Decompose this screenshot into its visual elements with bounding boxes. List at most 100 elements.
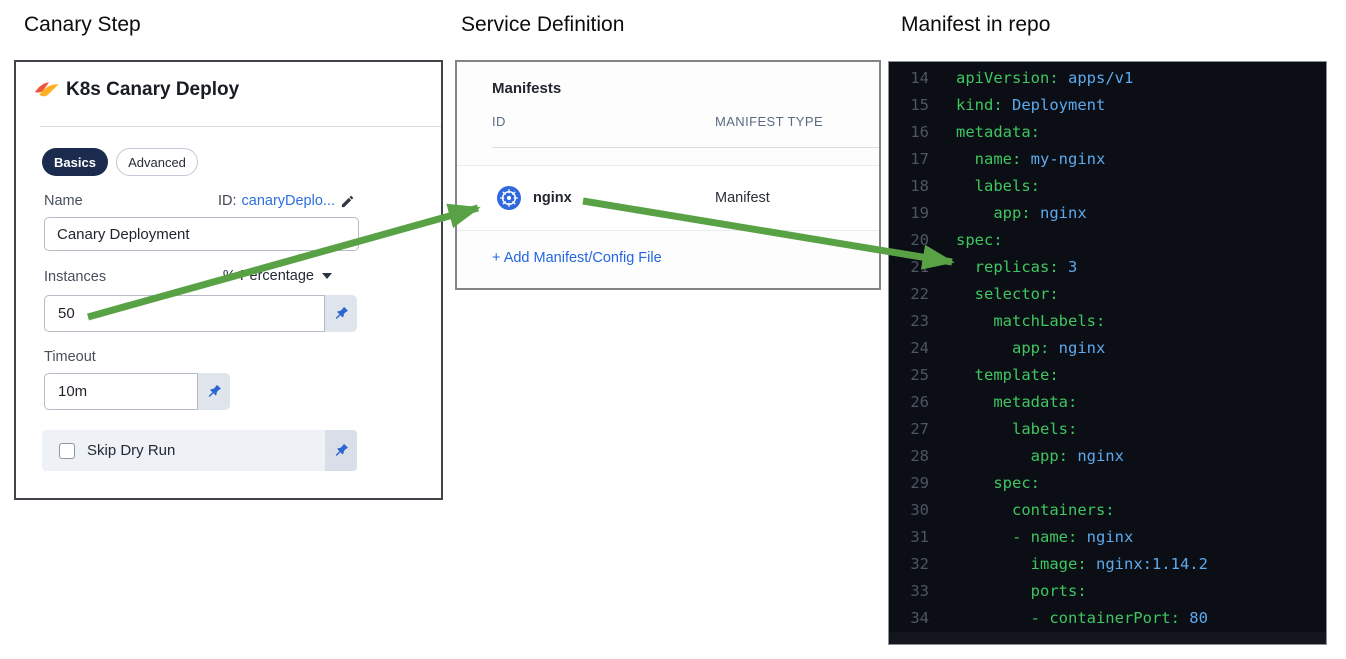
step-id-group: ID: canaryDeplo... xyxy=(218,193,355,209)
chevron-down-icon xyxy=(322,273,332,279)
line-number: 24 xyxy=(910,339,929,357)
line-number: 28 xyxy=(910,447,929,465)
code-line: 29 spec: xyxy=(889,470,1326,497)
id-value-text: canaryDeplo... xyxy=(241,193,336,209)
code-line: 21 replicas: 3 xyxy=(889,254,1326,281)
skip-dry-run-pin-button[interactable] xyxy=(325,430,357,471)
code-text: containers: xyxy=(956,501,1115,519)
code-text: spec: xyxy=(956,231,1003,249)
skip-dry-run-label: Skip Dry Run xyxy=(87,442,176,459)
line-number: 27 xyxy=(910,420,929,438)
code-line: 16 metadata: xyxy=(889,119,1326,146)
pencil-icon[interactable] xyxy=(340,194,355,209)
header-divider xyxy=(40,126,441,127)
code-line: 15 kind: Deployment xyxy=(889,92,1326,119)
code-line: 17 name: my-nginx xyxy=(889,146,1326,173)
line-number: 17 xyxy=(910,150,929,168)
line-number: 33 xyxy=(910,582,929,600)
service-definition-panel: Manifests ID MANIFEST TYPE xyxy=(455,60,881,290)
line-number: 16 xyxy=(910,123,929,141)
step-card-title: K8s Canary Deploy xyxy=(66,79,240,100)
timeout-input[interactable] xyxy=(44,373,198,410)
tab-basics[interactable]: Basics xyxy=(42,148,108,176)
skip-dry-run-checkbox[interactable] xyxy=(59,442,75,459)
line-number: 31 xyxy=(910,528,929,546)
canary-bird-icon xyxy=(34,78,60,107)
instances-pin-button[interactable] xyxy=(325,295,357,332)
tab-advanced[interactable]: Advanced xyxy=(116,148,198,176)
kubernetes-helm-icon xyxy=(497,186,521,215)
code-text: replicas: 3 xyxy=(956,258,1078,276)
code-text: app: nginx xyxy=(956,339,1106,357)
line-number: 22 xyxy=(910,285,929,303)
code-line: 22 selector: xyxy=(889,281,1326,308)
line-number: 26 xyxy=(910,393,929,411)
canary-step-heading: Canary Step xyxy=(24,13,141,36)
timeout-pin-button[interactable] xyxy=(198,373,230,410)
table-header-divider xyxy=(492,147,879,148)
unit-dropdown-value: % Percentage xyxy=(222,268,314,284)
id-prefix-label: ID: xyxy=(217,193,237,209)
code-text: ports: xyxy=(956,582,1087,600)
code-line: 28 app: nginx xyxy=(889,443,1326,470)
name-label: Name xyxy=(44,193,83,209)
line-number: 21 xyxy=(910,258,929,276)
service-definition-heading: Service Definition xyxy=(461,13,625,36)
line-number: 15 xyxy=(910,96,929,114)
code-text: app: nginx xyxy=(956,204,1087,222)
code-line: 23 matchLabels: xyxy=(889,308,1326,335)
column-header-manifest-type: MANIFEST TYPE xyxy=(715,114,824,129)
code-line: 27 labels: xyxy=(889,416,1326,443)
line-number: 34 xyxy=(910,609,929,627)
line-number: 19 xyxy=(910,204,929,222)
code-line: 31 - name: nginx xyxy=(889,524,1326,551)
editor-bottom-strip xyxy=(889,632,1326,644)
code-line: 33 ports: xyxy=(889,578,1326,605)
line-number: 30 xyxy=(910,501,929,519)
instances-unit-dropdown[interactable]: % Percentage xyxy=(202,268,332,284)
code-line: 32 image: nginx:1.14.2 xyxy=(889,551,1326,578)
code-text: labels: xyxy=(956,420,1078,438)
code-line: 14 apiVersion: apps/v1 xyxy=(889,65,1326,92)
name-input[interactable] xyxy=(44,217,359,251)
line-number: 23 xyxy=(910,312,929,330)
code-text: matchLabels: xyxy=(956,312,1106,330)
code-text: - containerPort: 80 xyxy=(956,609,1208,627)
code-text: apiVersion: apps/v1 xyxy=(956,69,1134,87)
code-line: 20 spec: xyxy=(889,227,1326,254)
column-header-id: ID xyxy=(492,114,506,129)
manifest-table-row[interactable]: nginx Manifest xyxy=(457,165,879,231)
timeout-label: Timeout xyxy=(44,349,96,365)
timeout-input-group xyxy=(44,373,230,410)
code-text: selector: xyxy=(956,285,1059,303)
canary-step-panel: K8s Canary Deploy Basics Advanced Name I… xyxy=(14,60,443,500)
line-number: 25 xyxy=(910,366,929,384)
code-text: template: xyxy=(956,366,1059,384)
instances-input[interactable] xyxy=(44,295,325,332)
instances-input-group xyxy=(44,295,357,332)
add-manifest-link[interactable]: + Add Manifest/Config File xyxy=(492,250,662,266)
manifest-in-repo-heading: Manifest in repo xyxy=(901,13,1051,36)
instances-label: Instances xyxy=(44,269,107,285)
line-number: 14 xyxy=(910,69,929,87)
manifests-section-title: Manifests xyxy=(492,80,562,97)
code-text: - name: nginx xyxy=(956,528,1134,546)
code-text: kind: Deployment xyxy=(956,96,1106,114)
code-text: metadata: xyxy=(956,393,1078,411)
code-text: metadata: xyxy=(956,123,1040,141)
line-number: 20 xyxy=(910,231,929,249)
line-number: 18 xyxy=(910,177,929,195)
pushpin-icon xyxy=(208,385,221,397)
pushpin-icon xyxy=(335,444,348,456)
code-line: 25 template: xyxy=(889,362,1326,389)
line-number: 29 xyxy=(910,474,929,492)
code-line: 19 app: nginx xyxy=(889,200,1326,227)
manifest-row-type: Manifest xyxy=(715,190,770,206)
skip-dry-run-row: Skip Dry Run xyxy=(42,430,357,471)
code-text: labels: xyxy=(956,177,1040,195)
code-text: spec: xyxy=(956,474,1040,492)
code-text: image: nginx:1.14.2 xyxy=(956,555,1208,573)
code-line: 30 containers: xyxy=(889,497,1326,524)
